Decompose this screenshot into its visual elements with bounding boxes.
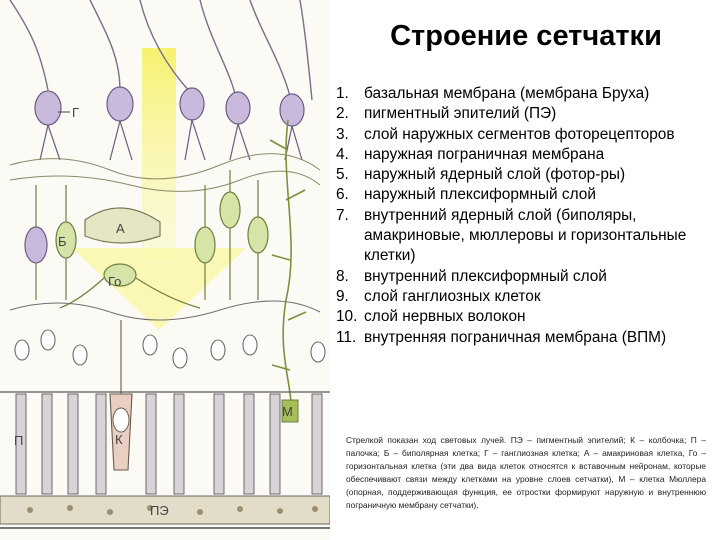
layer-number: 3. [336, 125, 349, 145]
layer-item: 1. базальная мембрана (мембрана Бруха) [336, 84, 716, 104]
layer-number: 5. [336, 165, 349, 185]
label-cone: К [115, 432, 123, 447]
layer-number: 1. [336, 84, 349, 104]
layer-text: пигментный эпителий (ПЭ) [364, 105, 556, 122]
layer-item: 9. слой ганглиозных клеток [336, 287, 716, 307]
layer-item: 5. наружный ядерный слой (фотор-ры) [336, 165, 716, 185]
layer-number: 4. [336, 145, 349, 165]
layer-text: базальная мембрана (мембрана Бруха) [364, 85, 649, 102]
label-horizontal: Го [108, 274, 121, 289]
label-ganglion: Г [72, 105, 79, 120]
label-pigment-epithelium: ПЭ [150, 503, 169, 518]
layer-text: слой наружных сегментов фоторецепторов [364, 126, 675, 143]
layer-text: слой нервных волокон [364, 308, 526, 325]
layer-number: 11. [336, 328, 356, 348]
layer-number: 2. [336, 104, 349, 124]
layer-item: 7. внутренний ядерный слой (биполяры, ама… [336, 206, 716, 267]
layer-text: наружный ядерный слой (фотор-ры) [364, 166, 625, 183]
layer-item: 3. слой наружных сегментов фоторецепторов [336, 125, 716, 145]
figure-caption: Стрелкой показан ход световых лучей. ПЭ … [346, 434, 706, 513]
layer-text: наружная пограничная мембрана [364, 146, 604, 163]
layer-text: внутренний ядерный слой (биполяры, амакр… [364, 207, 686, 265]
layer-item: 2. пигментный эпителий (ПЭ) [336, 104, 716, 124]
layer-text: внутренняя пограничная мембрана (ВПМ) [364, 329, 666, 346]
layer-number: 9. [336, 287, 349, 307]
page-title: Строение сетчатки [346, 20, 706, 53]
layer-item: 11. внутренняя пограничная мембрана (ВПМ) [336, 328, 716, 348]
layer-item: 10. слой нервных волокон [336, 307, 716, 327]
layer-number: 10. [336, 307, 357, 327]
layer-number: 8. [336, 267, 349, 287]
layer-text: внутренний плексиформный слой [364, 268, 607, 285]
layer-text: слой ганглиозных клеток [364, 288, 541, 305]
label-rod: П [14, 433, 23, 448]
label-amacrine: А [116, 221, 125, 236]
layer-number: 6. [336, 185, 349, 205]
layer-number: 7. [336, 206, 349, 226]
retina-diagram: Г А Б Го М П К ПЭ [0, 0, 330, 540]
retina-layers-list: 1. базальная мембрана (мембрана Бруха) 2. п… [336, 84, 716, 348]
layer-item: 4. наружная пограничная мембрана [336, 145, 716, 165]
layer-item: 6. наружный плексиформный слой [336, 185, 716, 205]
layer-text: наружный плексиформный слой [364, 186, 596, 203]
label-bipolar: Б [58, 234, 67, 249]
layer-item: 8. внутренний плексиформный слой [336, 267, 716, 287]
label-muller: М [282, 404, 293, 419]
